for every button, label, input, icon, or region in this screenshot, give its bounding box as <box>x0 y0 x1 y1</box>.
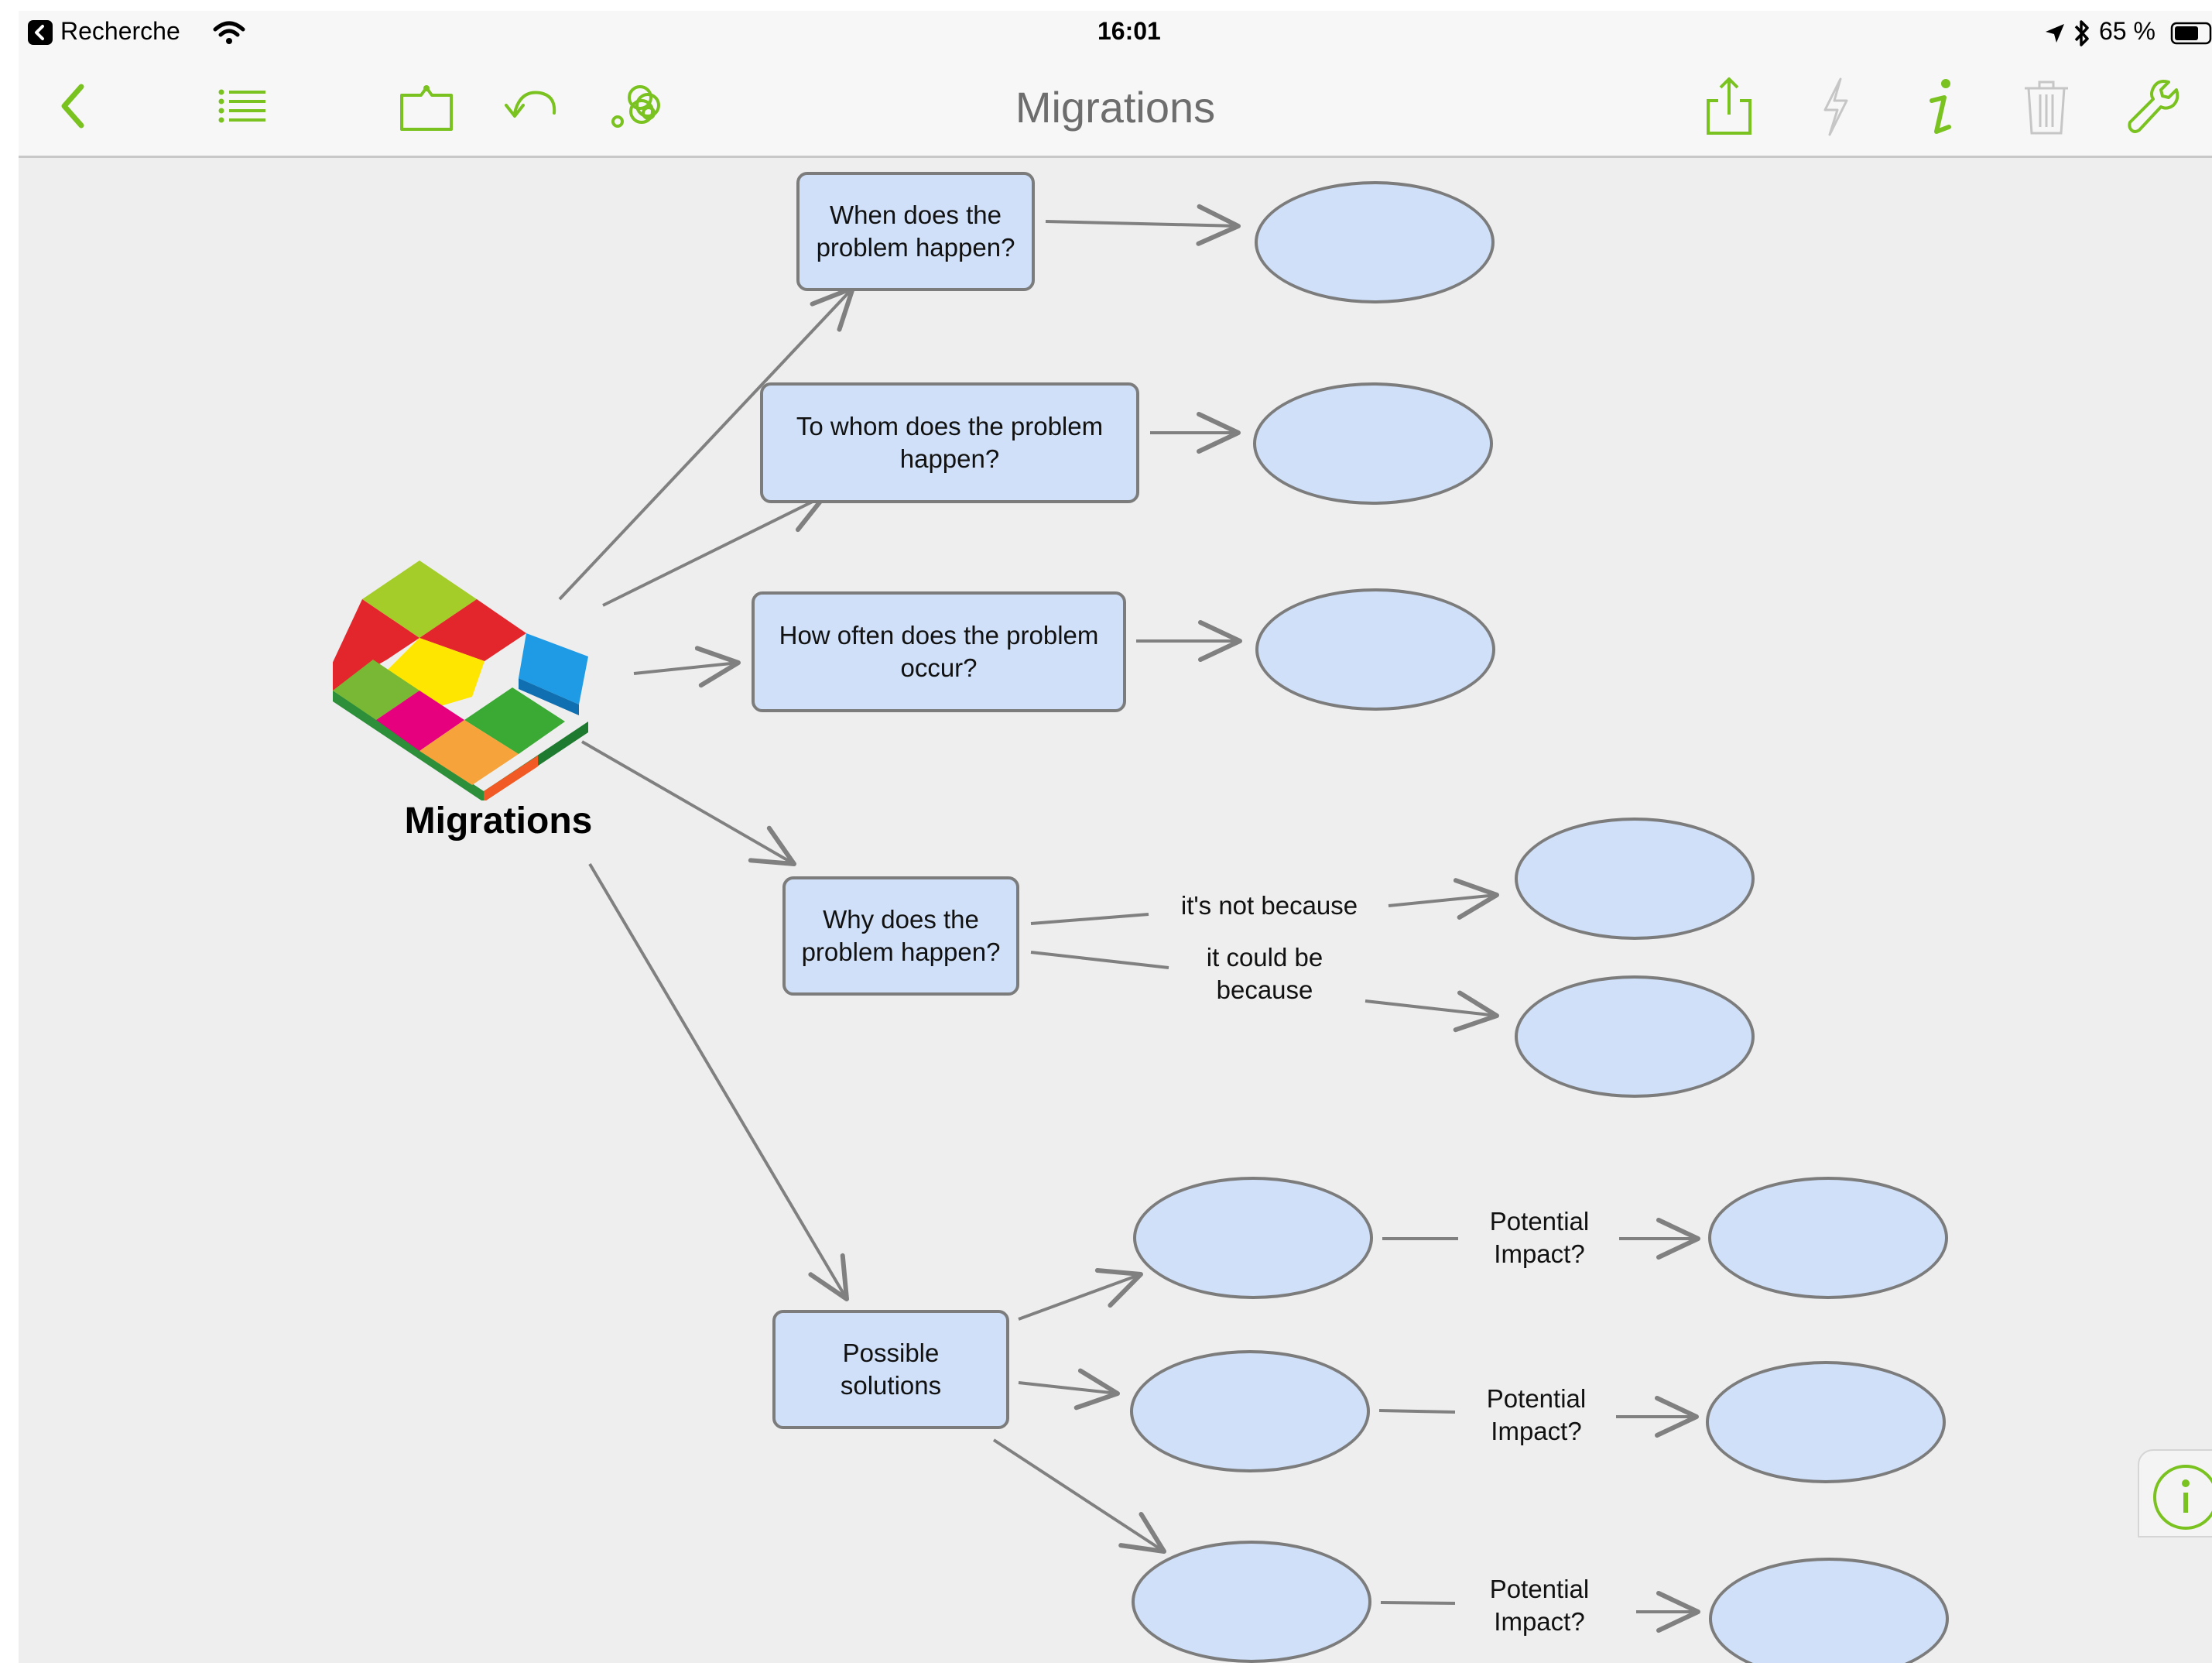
impact-3[interactable] <box>1709 1558 1949 1663</box>
link-why-couldbe <box>1030 951 1169 969</box>
answer-when[interactable] <box>1255 181 1495 303</box>
link-root-howoften <box>633 646 741 688</box>
link-notbecause-answer <box>1388 878 1499 920</box>
solution-1[interactable] <box>1133 1177 1373 1299</box>
impact-2[interactable] <box>1706 1361 1946 1483</box>
solution-2[interactable] <box>1130 1350 1370 1472</box>
app-window: Recherche 16:01 65 % <box>19 11 2212 1663</box>
trash-icon <box>2025 81 2068 135</box>
topic-possible-solutions[interactable]: Possible solutions <box>772 1310 1009 1429</box>
back-to-app-icon[interactable] <box>28 20 53 45</box>
share-icon <box>1707 77 1751 135</box>
answer-could-be[interactable] <box>1515 975 1755 1098</box>
link-root-whom <box>602 493 827 607</box>
trash-button[interactable] <box>2012 71 2081 141</box>
wifi-icon <box>213 21 245 44</box>
answer-not-because[interactable] <box>1515 818 1755 940</box>
link-label-not-because[interactable]: it's not because <box>1180 891 1358 920</box>
link-when-answer <box>1045 204 1241 246</box>
link-label-impact-3[interactable]: Potential Impact? <box>1489 1575 1590 1636</box>
info-icon <box>1930 79 1951 134</box>
toolbar: Migrations <box>19 54 2212 158</box>
connection-lines <box>558 204 1700 1633</box>
lightning-icon <box>1823 77 1848 136</box>
location-icon <box>2046 24 2064 43</box>
info-bubble-icon <box>2153 1465 2212 1530</box>
status-bar: Recherche 16:01 65 % <box>19 11 2212 54</box>
impact-1[interactable] <box>1708 1177 1948 1299</box>
style-icon <box>611 85 660 128</box>
outline-button[interactable] <box>208 71 278 141</box>
link-couldbe-answer <box>1365 990 1499 1033</box>
mind-map-canvas[interactable]: Migrations When does the problem happen?… <box>19 158 2212 1663</box>
topic-how-often[interactable]: How often does the problem occur? <box>752 591 1126 712</box>
back-button[interactable] <box>40 71 110 141</box>
link-root-when <box>558 286 855 601</box>
info-button[interactable] <box>1906 71 1975 141</box>
link-root-solutions <box>588 862 849 1301</box>
answer-how-often[interactable] <box>1255 588 1495 711</box>
canvas-icon <box>400 85 453 131</box>
link-root-why <box>581 740 796 866</box>
answer-to-whom[interactable] <box>1253 382 1493 505</box>
link-solutions-3 <box>992 1438 1166 1554</box>
share-button[interactable] <box>1694 71 1764 141</box>
link-impact-2a <box>1378 1409 1456 1414</box>
link-label-impact-2[interactable]: Potential Impact? <box>1486 1384 1587 1445</box>
outline-icon <box>218 89 265 123</box>
link-why-notbecause <box>1030 913 1149 925</box>
solution-3[interactable] <box>1132 1541 1371 1663</box>
topic-why[interactable]: Why does the problem happen? <box>782 876 1019 996</box>
link-label-could-be[interactable]: it could be because <box>1206 943 1323 1004</box>
battery-percent: 65 % <box>2099 17 2156 45</box>
canvas-button[interactable] <box>392 71 461 141</box>
root-node-label[interactable]: Migrations <box>404 800 593 842</box>
settings-button[interactable] <box>2118 71 2187 141</box>
bluetooth-icon <box>2074 20 2089 46</box>
document-title: Migrations <box>1015 83 1216 132</box>
battery-icon <box>2170 22 2212 45</box>
topic-when[interactable]: When does the problem happen? <box>796 172 1035 291</box>
link-label-impact-1[interactable]: Potential Impact? <box>1489 1207 1590 1268</box>
back-app-label[interactable]: Recherche <box>60 17 180 45</box>
topic-to-whom[interactable]: To whom does the problem happen? <box>760 382 1139 503</box>
link-solutions-2 <box>1018 1368 1120 1411</box>
status-time: 16:01 <box>1097 17 1161 45</box>
undo-button[interactable] <box>497 71 567 141</box>
lightning-button[interactable] <box>1800 71 1870 141</box>
undo-icon <box>505 91 556 118</box>
back-icon <box>61 84 84 129</box>
wrench-icon <box>2128 80 2179 133</box>
style-button[interactable] <box>603 71 673 141</box>
info-bubble-button[interactable] <box>2138 1449 2212 1537</box>
puzzle-icon[interactable] <box>333 560 635 800</box>
link-solutions-1 <box>1018 1268 1143 1321</box>
